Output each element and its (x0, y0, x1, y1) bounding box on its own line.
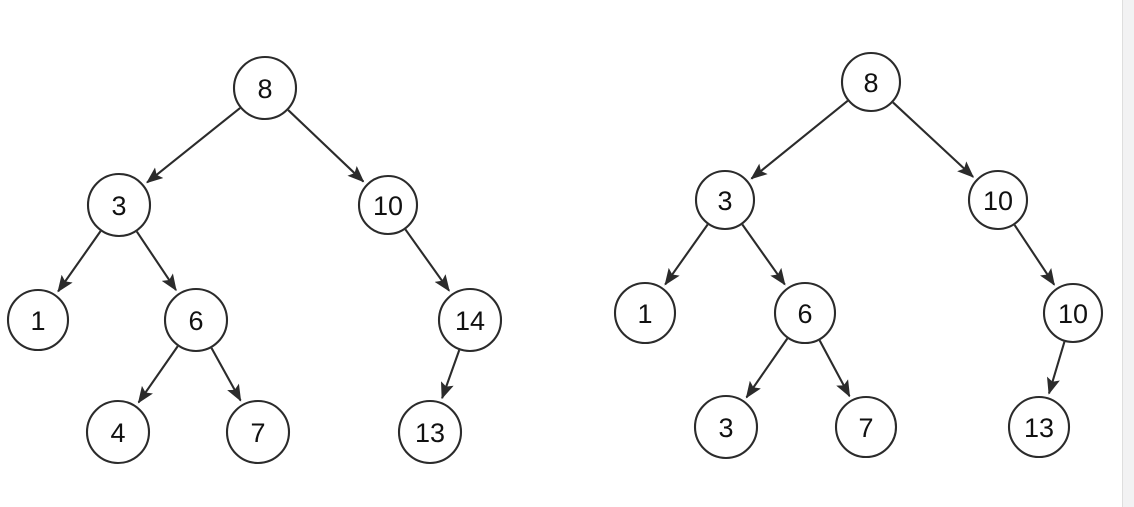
node-label: 7 (250, 418, 265, 448)
node-label: 14 (455, 306, 485, 336)
node-circle[interactable] (437, 287, 503, 353)
tree-edge-L14-to-L13 (441, 349, 461, 400)
tree-node[interactable]: 7 (834, 395, 898, 459)
node-circle[interactable] (840, 51, 902, 113)
node-circle[interactable] (357, 174, 419, 236)
left-tree-nodes: 8 3 10 1 6 14 4 7 13 (6, 55, 503, 465)
tree-node[interactable]: 14 (437, 287, 503, 353)
right-gutter-strip (1122, 0, 1134, 507)
tree-node[interactable]: 10 (357, 174, 419, 236)
node-circle[interactable] (834, 395, 898, 459)
node-circle[interactable] (86, 172, 152, 238)
node-circle[interactable] (613, 281, 677, 345)
node-circle[interactable] (694, 169, 756, 231)
tree-edge-R3-to-R1 (664, 223, 709, 286)
tree-node[interactable]: 1 (613, 281, 677, 345)
tree-edge-R10a-to-R10b (1013, 224, 1056, 286)
tree-edge-L10-to-L14 (404, 228, 450, 292)
node-label: 6 (797, 299, 812, 329)
tree-node[interactable]: 13 (1007, 395, 1071, 459)
tree-node[interactable]: 8 (840, 51, 902, 113)
node-circle[interactable] (232, 55, 298, 121)
node-circle[interactable] (397, 399, 463, 465)
node-label: 8 (863, 68, 878, 98)
node-circle[interactable] (773, 281, 837, 345)
tree-edge-R10b-to-R13 (1047, 341, 1066, 395)
tree-node[interactable]: 4 (85, 399, 151, 465)
node-label: 10 (983, 186, 1013, 216)
tree-edge-R8-to-R10a (892, 101, 975, 178)
tree-edge-R6-to-R3b (745, 337, 789, 399)
node-label: 13 (1024, 413, 1054, 443)
left-tree-edges (57, 107, 461, 404)
node-circle[interactable] (1042, 282, 1104, 344)
tree-node[interactable]: 13 (397, 399, 463, 465)
tree-node[interactable]: 6 (163, 287, 229, 353)
tree-node[interactable]: 8 (232, 55, 298, 121)
tree-edge-L3-to-L1 (57, 230, 102, 293)
edges-layer (57, 100, 1066, 404)
tree-node[interactable]: 1 (6, 288, 70, 352)
node-circle[interactable] (163, 287, 229, 353)
node-circle[interactable] (85, 399, 151, 465)
tree-node[interactable]: 3 (694, 169, 756, 231)
node-label: 3 (717, 186, 732, 216)
tree-node[interactable]: 7 (225, 399, 291, 465)
tree-node[interactable]: 6 (773, 281, 837, 345)
tree-edge-R8-to-R3 (750, 100, 849, 180)
node-label: 6 (188, 306, 203, 336)
tree-edge-L8-to-L3 (146, 107, 241, 184)
tree-edge-L6-to-L4 (137, 345, 179, 404)
tree-edge-L8-to-L10 (287, 109, 365, 183)
node-label: 1 (637, 299, 652, 329)
nodes-layer: 8 3 10 1 6 14 4 7 13 8 3 10 1 6 10 3 7 13 (6, 51, 1104, 465)
tree-edge-L3-to-L6 (135, 231, 177, 292)
node-label: 3 (111, 191, 126, 221)
node-label: 8 (257, 74, 272, 104)
right-tree-nodes: 8 3 10 1 6 10 3 7 13 (613, 51, 1104, 460)
node-circle[interactable] (693, 394, 759, 460)
tree-node[interactable]: 3 (693, 394, 759, 460)
node-label: 10 (1058, 299, 1088, 329)
node-label: 4 (110, 418, 125, 448)
node-circle[interactable] (6, 288, 70, 352)
right-tree-edges (664, 100, 1066, 399)
node-label: 7 (858, 413, 873, 443)
node-circle[interactable] (967, 169, 1029, 231)
node-label: 10 (373, 191, 403, 221)
tree-node[interactable]: 10 (1042, 282, 1104, 344)
node-circle[interactable] (1007, 395, 1071, 459)
node-label: 1 (30, 306, 45, 336)
tree-node[interactable]: 10 (967, 169, 1029, 231)
node-label: 13 (415, 418, 445, 448)
node-label: 3 (718, 413, 733, 443)
tree-edge-R6-to-R7 (818, 339, 851, 398)
tree-node[interactable]: 3 (86, 172, 152, 238)
node-circle[interactable] (225, 399, 291, 465)
tree-edge-L6-to-L7 (210, 347, 242, 402)
tree-edge-R3-to-R6 (741, 223, 786, 286)
